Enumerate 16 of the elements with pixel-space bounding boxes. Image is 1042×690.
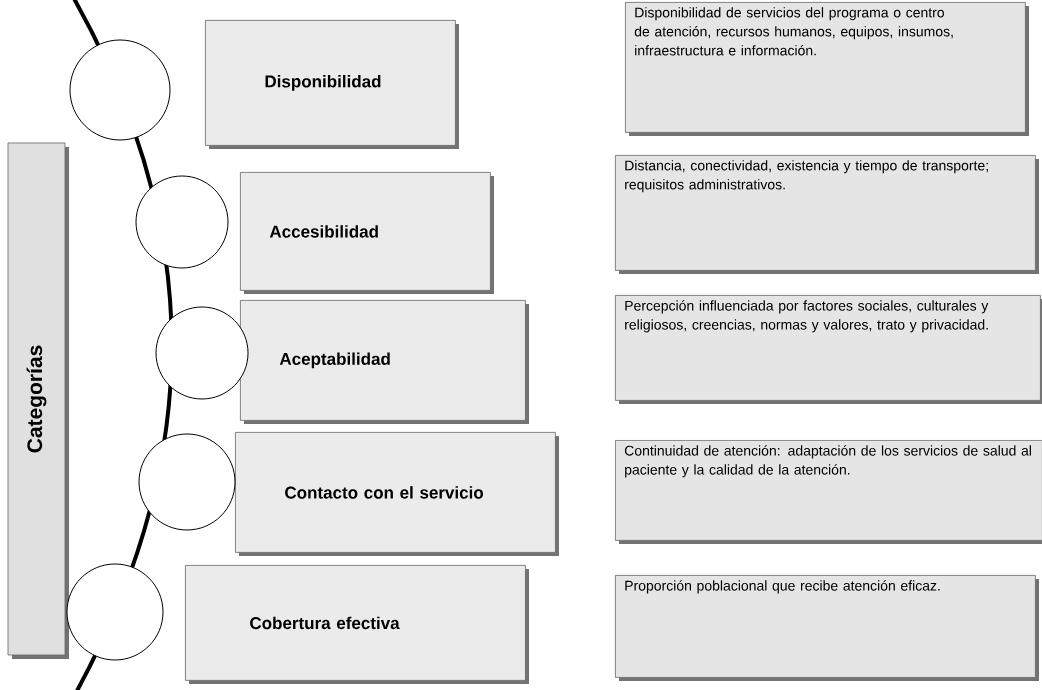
circle — [155, 306, 249, 400]
category-box: Cobertura efectiva — [185, 565, 529, 684]
description-box: Distancia, conectividad, existencia y tiempo de transporte; requisitos administrativos. — [615, 155, 1039, 274]
category-box: Contacto con el servicio — [235, 432, 559, 556]
category-box: Categorías — [7, 142, 69, 659]
circle — [138, 433, 236, 531]
circle — [66, 563, 164, 661]
description-box: Disponibilidad de servicios del programa o centro de atención, recursos humanos, equipos, insumos, infraestructura e información. — [625, 2, 1029, 136]
category-box: Disponibilidad — [205, 20, 459, 149]
circle — [135, 175, 229, 269]
category-box: Accesibilidad — [240, 172, 494, 294]
category-box: Aceptabilidad — [240, 300, 529, 424]
description-box: Proporción poblacional que recibe atención eficaz. — [615, 575, 1039, 681]
description-box: Continuidad de atención: adaptación de los servicios de salud al paciente y la calidad de la atención. — [615, 440, 1042, 544]
description-box: Percepción influenciada por factores sociales, culturales y religiosos, creencias, normas y valores, trato y privacidad. — [615, 295, 1042, 404]
circle — [69, 39, 171, 141]
